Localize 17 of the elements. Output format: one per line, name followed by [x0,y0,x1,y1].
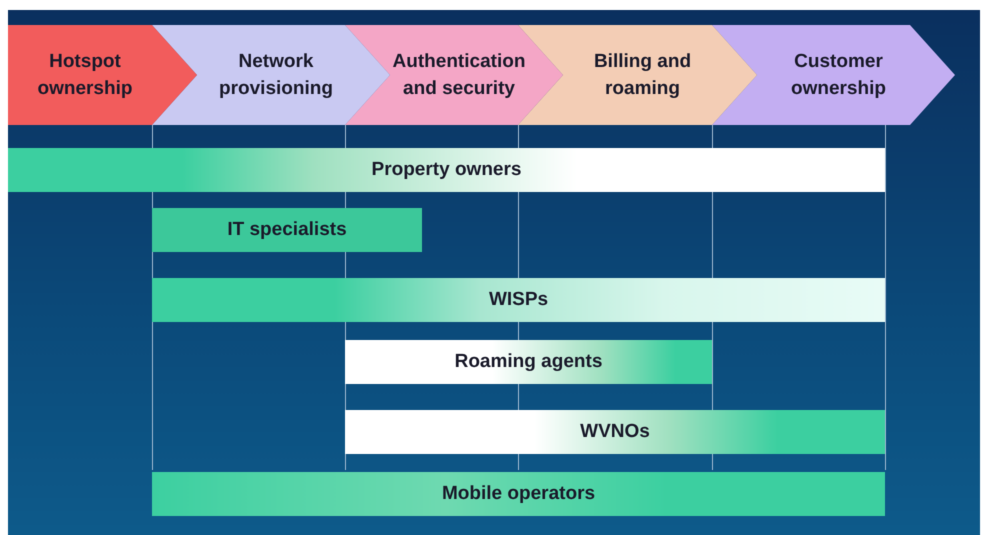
role-label: WVNOs [580,421,650,443]
role-label: Mobile operators [442,483,596,505]
stage-label: Authentication and security [392,50,526,101]
role-bar [345,410,885,454]
stage-label: Hotspot ownership [36,50,134,101]
stage-label: Network provisioning [218,50,334,101]
role-bar [152,208,422,252]
role-label: Roaming agents [454,351,602,373]
role-label: IT specialists [227,219,347,241]
stage-label: Billing and roaming [592,50,692,101]
role-bar [152,472,885,516]
stage-label: Customer ownership [790,50,887,101]
role-bar [152,278,885,322]
role-bar [8,148,885,192]
role-bar [345,340,712,384]
role-label: Property owners [372,159,522,181]
role-label: WISPs [488,289,548,311]
